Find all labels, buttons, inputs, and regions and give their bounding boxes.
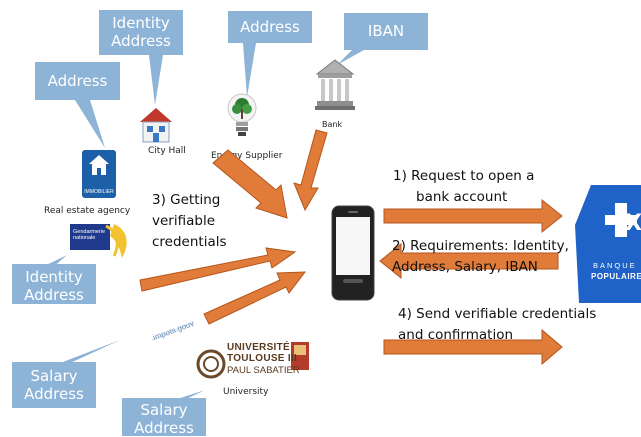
university-label: University [223,387,269,397]
bp-logo-line2: POPULAIRE [591,272,641,281]
real-estate-callout: Address [35,62,120,100]
callout-line: Address [24,286,84,304]
smartphone-icon [331,205,375,301]
step1-text: 1) Request to open a bank account [393,166,534,208]
impots-logo: impots.gouv [148,312,198,350]
arrow-bank-to-phone [293,129,328,212]
step4-line1: 4) Send verifiable credentials [398,306,597,322]
callout-line: Salary [30,367,78,385]
immobilier-logo-text: IMMOBILIER [84,189,114,195]
university-logo-line2: TOULOUSE III [227,353,298,364]
bp-logo-line1: BANQUE [593,261,637,270]
step3-text: 3) Getting verifiable credentials [152,190,227,253]
step1-line2: bank account [416,189,508,205]
house-icon [89,155,109,175]
gendarmerie-logo: Gendarmerie nationale [70,222,134,260]
svg-text:X: X [625,211,641,236]
city-hall-icon [136,104,176,144]
step2-text: 2) Requirements: Identity, Address, Sala… [392,236,569,278]
callout-text: Address [47,72,108,90]
city-hall-label: City Hall [148,146,186,156]
university-logo: UNIVERSITÉ TOULOUSE III PAUL SABATIER [195,342,313,392]
bank-callout: IBAN [344,13,428,50]
energy-supplier-label: Energy Supplier [211,151,283,161]
gendarmerie-logo-text: Gendarmerie nationale [73,229,106,241]
immobilier-logo: IMMOBILIER [82,150,116,198]
callout-line: Address [24,385,84,403]
callout-line: Identity [25,268,83,286]
arrow-requirements-to-phone [379,242,559,280]
arrow-gendarmerie-to-phone [139,247,297,292]
step2-line1: 2) Requirements: Identity, [392,238,569,254]
real-estate-label: Real estate agency [44,206,131,216]
callout-line: Address [134,419,194,437]
callout-line: Identity [112,14,170,32]
step3-line2: verifiable [152,213,215,229]
arrow-impots-to-phone [203,271,307,325]
step4-line2: and confirmation [398,327,514,343]
callout-text: IBAN [367,22,405,40]
step3-line1: 3) Getting [152,192,221,208]
impots-callout: Salary Address [12,362,96,408]
arrow-send-credentials [383,328,563,366]
arrow-request-to-bank [383,198,563,234]
energy-callout: Address [228,11,312,43]
bank-building-icon [315,58,355,114]
university-logo-line3: PAUL SABATIER [227,365,300,376]
step4-text: 4) Send verifiable credentials and confi… [398,304,596,346]
university-logo-line1: UNIVERSITÉ [227,342,291,353]
callout-text: Address [240,18,300,36]
callout-line: Salary [140,401,188,419]
step2-line2: Address, Salary, IBAN [392,259,538,275]
city-hall-callout: Identity Address [99,10,183,55]
lightbulb-tree-icon [226,92,258,140]
bank-label: Bank [322,120,343,129]
gendarmerie-callout: Identity Address [12,264,96,304]
step1-line1: 1) Request to open a [393,168,535,184]
callout-line: Address [111,32,171,50]
arrow-energy-to-phone [212,149,288,219]
banque-populaire-logo: X BANQUE POPULAIRE [575,185,641,303]
university-callout: Salary Address [122,398,206,437]
step3-line3: credentials [152,234,227,250]
